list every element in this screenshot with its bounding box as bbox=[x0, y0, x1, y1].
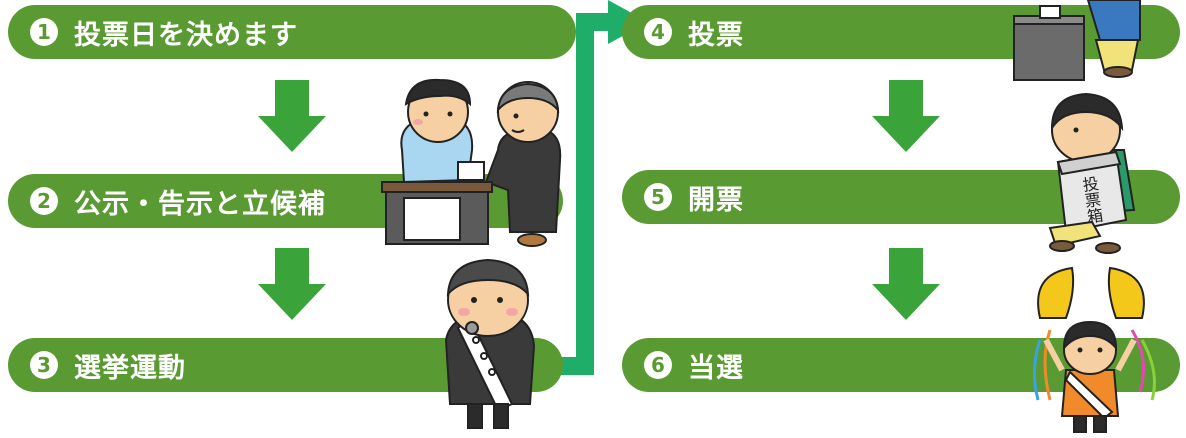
step-4-number: 4 bbox=[644, 18, 672, 46]
voting-illustration bbox=[1013, 0, 1141, 81]
down-arrow-icon bbox=[872, 248, 940, 320]
candidate-speech-illustration bbox=[444, 258, 536, 429]
step-1-label: 投票日を決めます bbox=[74, 19, 298, 51]
down-arrow-icon bbox=[872, 80, 940, 152]
ballot-box-carrier-illustration bbox=[1048, 92, 1136, 254]
down-arrow-icon bbox=[258, 80, 326, 152]
step-1-number: 1 bbox=[30, 18, 58, 46]
step-6-label: 当選 bbox=[688, 352, 744, 384]
step-4-pill: 4 投票 bbox=[622, 5, 1180, 59]
registration-desk-illustration bbox=[381, 78, 562, 247]
step-4-label: 投票 bbox=[688, 19, 744, 51]
step-5-label: 開票 bbox=[688, 184, 744, 216]
winner-celebration-illustration bbox=[1033, 266, 1156, 433]
step-5-number: 5 bbox=[644, 183, 672, 211]
step-3-number: 3 bbox=[30, 351, 58, 379]
step-6-number: 6 bbox=[644, 351, 672, 379]
down-arrow-icon bbox=[258, 248, 326, 320]
step-3-label: 選挙運動 bbox=[74, 352, 186, 384]
step-2-label: 公示・告示と立候補 bbox=[74, 188, 326, 220]
step-1-pill: 1 投票日を決めます bbox=[8, 5, 576, 59]
step-2-number: 2 bbox=[30, 187, 58, 215]
